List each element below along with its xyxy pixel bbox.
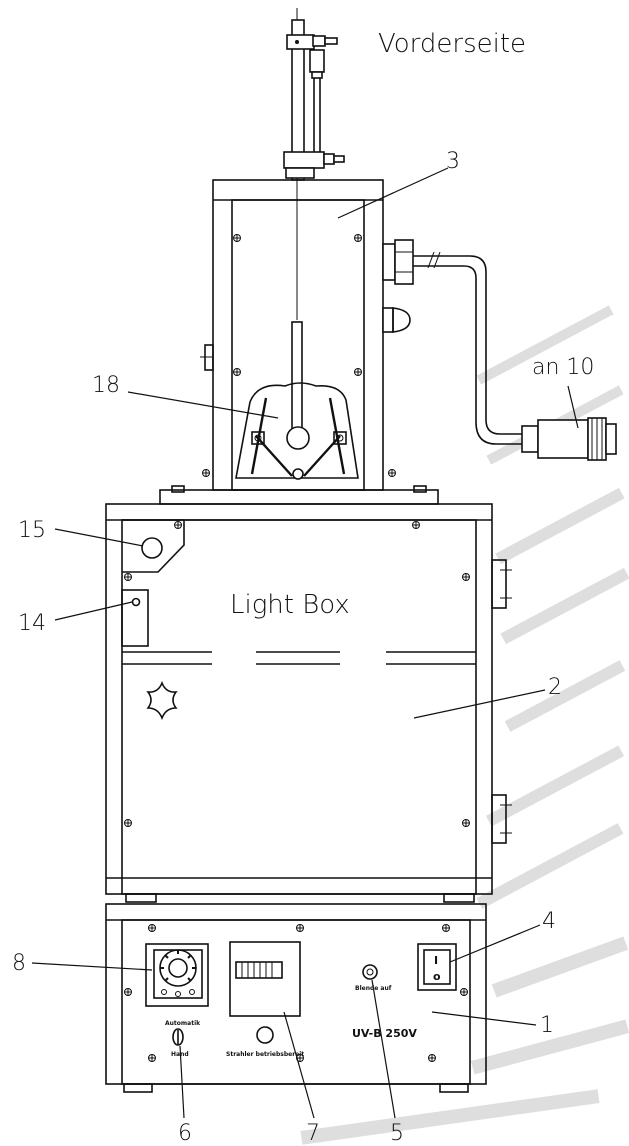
callout-6: 6 bbox=[178, 1121, 192, 1146]
automatik-label: Automatik bbox=[165, 1020, 201, 1027]
callout-3: 3 bbox=[446, 149, 460, 174]
screw-icon bbox=[124, 521, 470, 827]
control-unit bbox=[105, 903, 487, 1093]
strahler-label: Strahler betriebsbereit bbox=[226, 1051, 304, 1058]
hand-label: Hand bbox=[171, 1051, 189, 1058]
callout-4: 4 bbox=[542, 909, 556, 934]
connector-label: an 10 bbox=[532, 355, 594, 380]
callout-7: 7 bbox=[306, 1121, 320, 1146]
callout-1: 1 bbox=[540, 1013, 554, 1038]
view-title: Vorderseite bbox=[378, 29, 526, 59]
switch-off-symbol: o bbox=[433, 970, 441, 983]
screw-icon bbox=[124, 924, 468, 1062]
screw-icon bbox=[202, 234, 396, 477]
callout-5: 5 bbox=[390, 1121, 404, 1146]
light-box bbox=[105, 503, 512, 903]
switch-on-symbol: I bbox=[434, 954, 438, 967]
star-knob-icon bbox=[146, 680, 178, 721]
rod-assembly bbox=[283, 8, 345, 320]
box-title: Light Box bbox=[230, 590, 350, 620]
callout-14: 14 bbox=[18, 611, 46, 636]
upper-housing bbox=[159, 179, 617, 505]
leader-lines bbox=[31, 167, 579, 1119]
callout-18: 18 bbox=[92, 373, 120, 398]
callout-2: 2 bbox=[548, 675, 562, 700]
dial-ticks bbox=[160, 950, 196, 982]
callout-15: 15 bbox=[18, 518, 46, 543]
callout-8: 8 bbox=[12, 951, 26, 976]
model-label: UV-B 250V bbox=[352, 1027, 417, 1040]
